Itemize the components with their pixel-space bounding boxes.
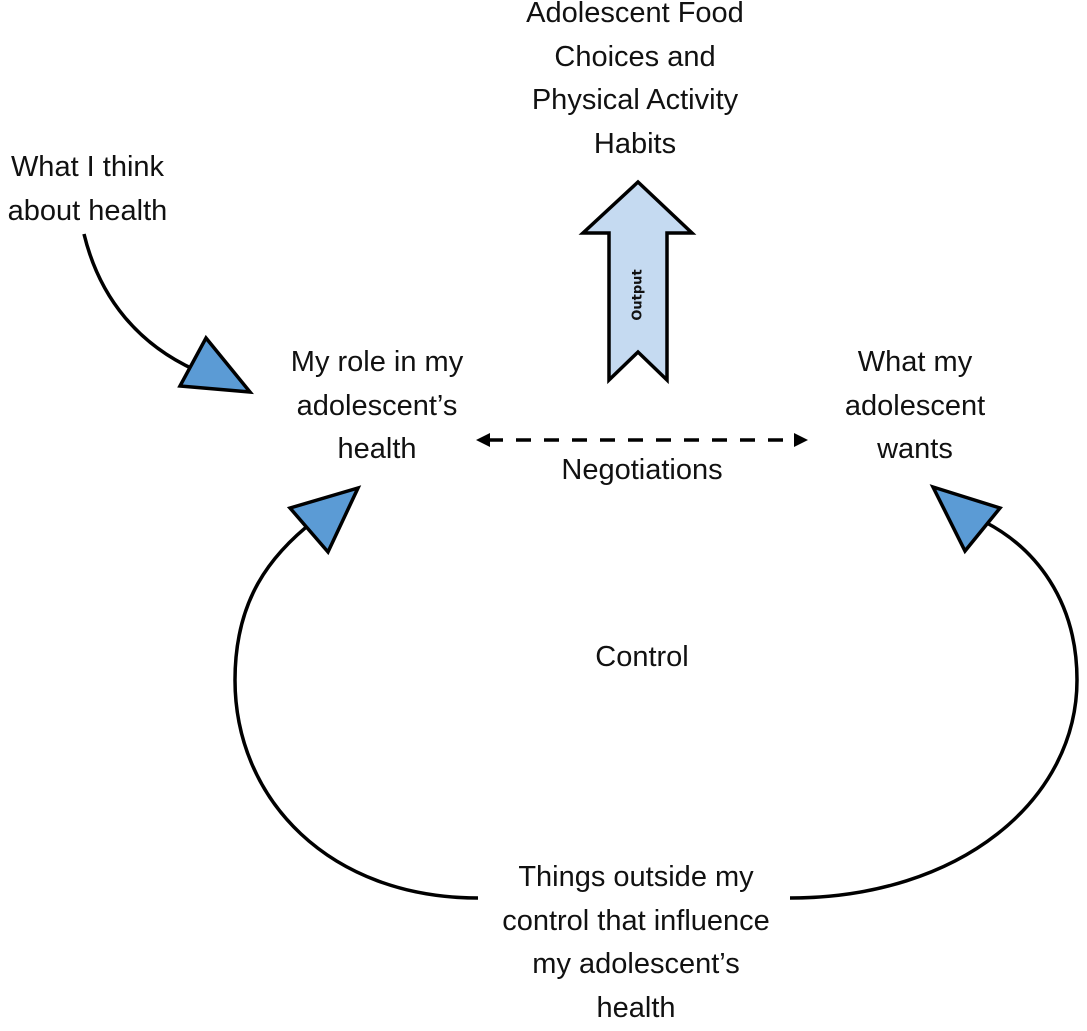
node-my-role: My role in my adolescent’s health (290, 346, 464, 465)
beliefs-to-role-arrowhead (177, 334, 254, 395)
edge-label-negotiations: Negotiations (561, 454, 723, 486)
beliefs-to-role-connector (82, 233, 196, 372)
node-adolescent-wants: What my adolescent wants (844, 346, 986, 465)
output-arrow-label: Output (631, 269, 646, 320)
outside-to-role-connector (233, 518, 479, 900)
outside-to-role-arrowhead (286, 485, 362, 556)
edge-label-control: Control (595, 641, 689, 673)
node-outside-factors: Things outside my control that influence… (502, 861, 770, 1024)
negotiations-right-arrowhead (794, 433, 808, 447)
outside-to-wants-arrowhead (929, 484, 1003, 555)
negotiations-left-arrowhead (476, 433, 490, 447)
output-block-arrow: Output (578, 179, 697, 385)
output-arrow-shape (578, 179, 697, 385)
node-beliefs: What I think about health (7, 151, 168, 227)
outside-to-wants-connector (789, 520, 1079, 900)
node-output-target: Adolescent Food Choices and Physical Act… (526, 0, 744, 160)
